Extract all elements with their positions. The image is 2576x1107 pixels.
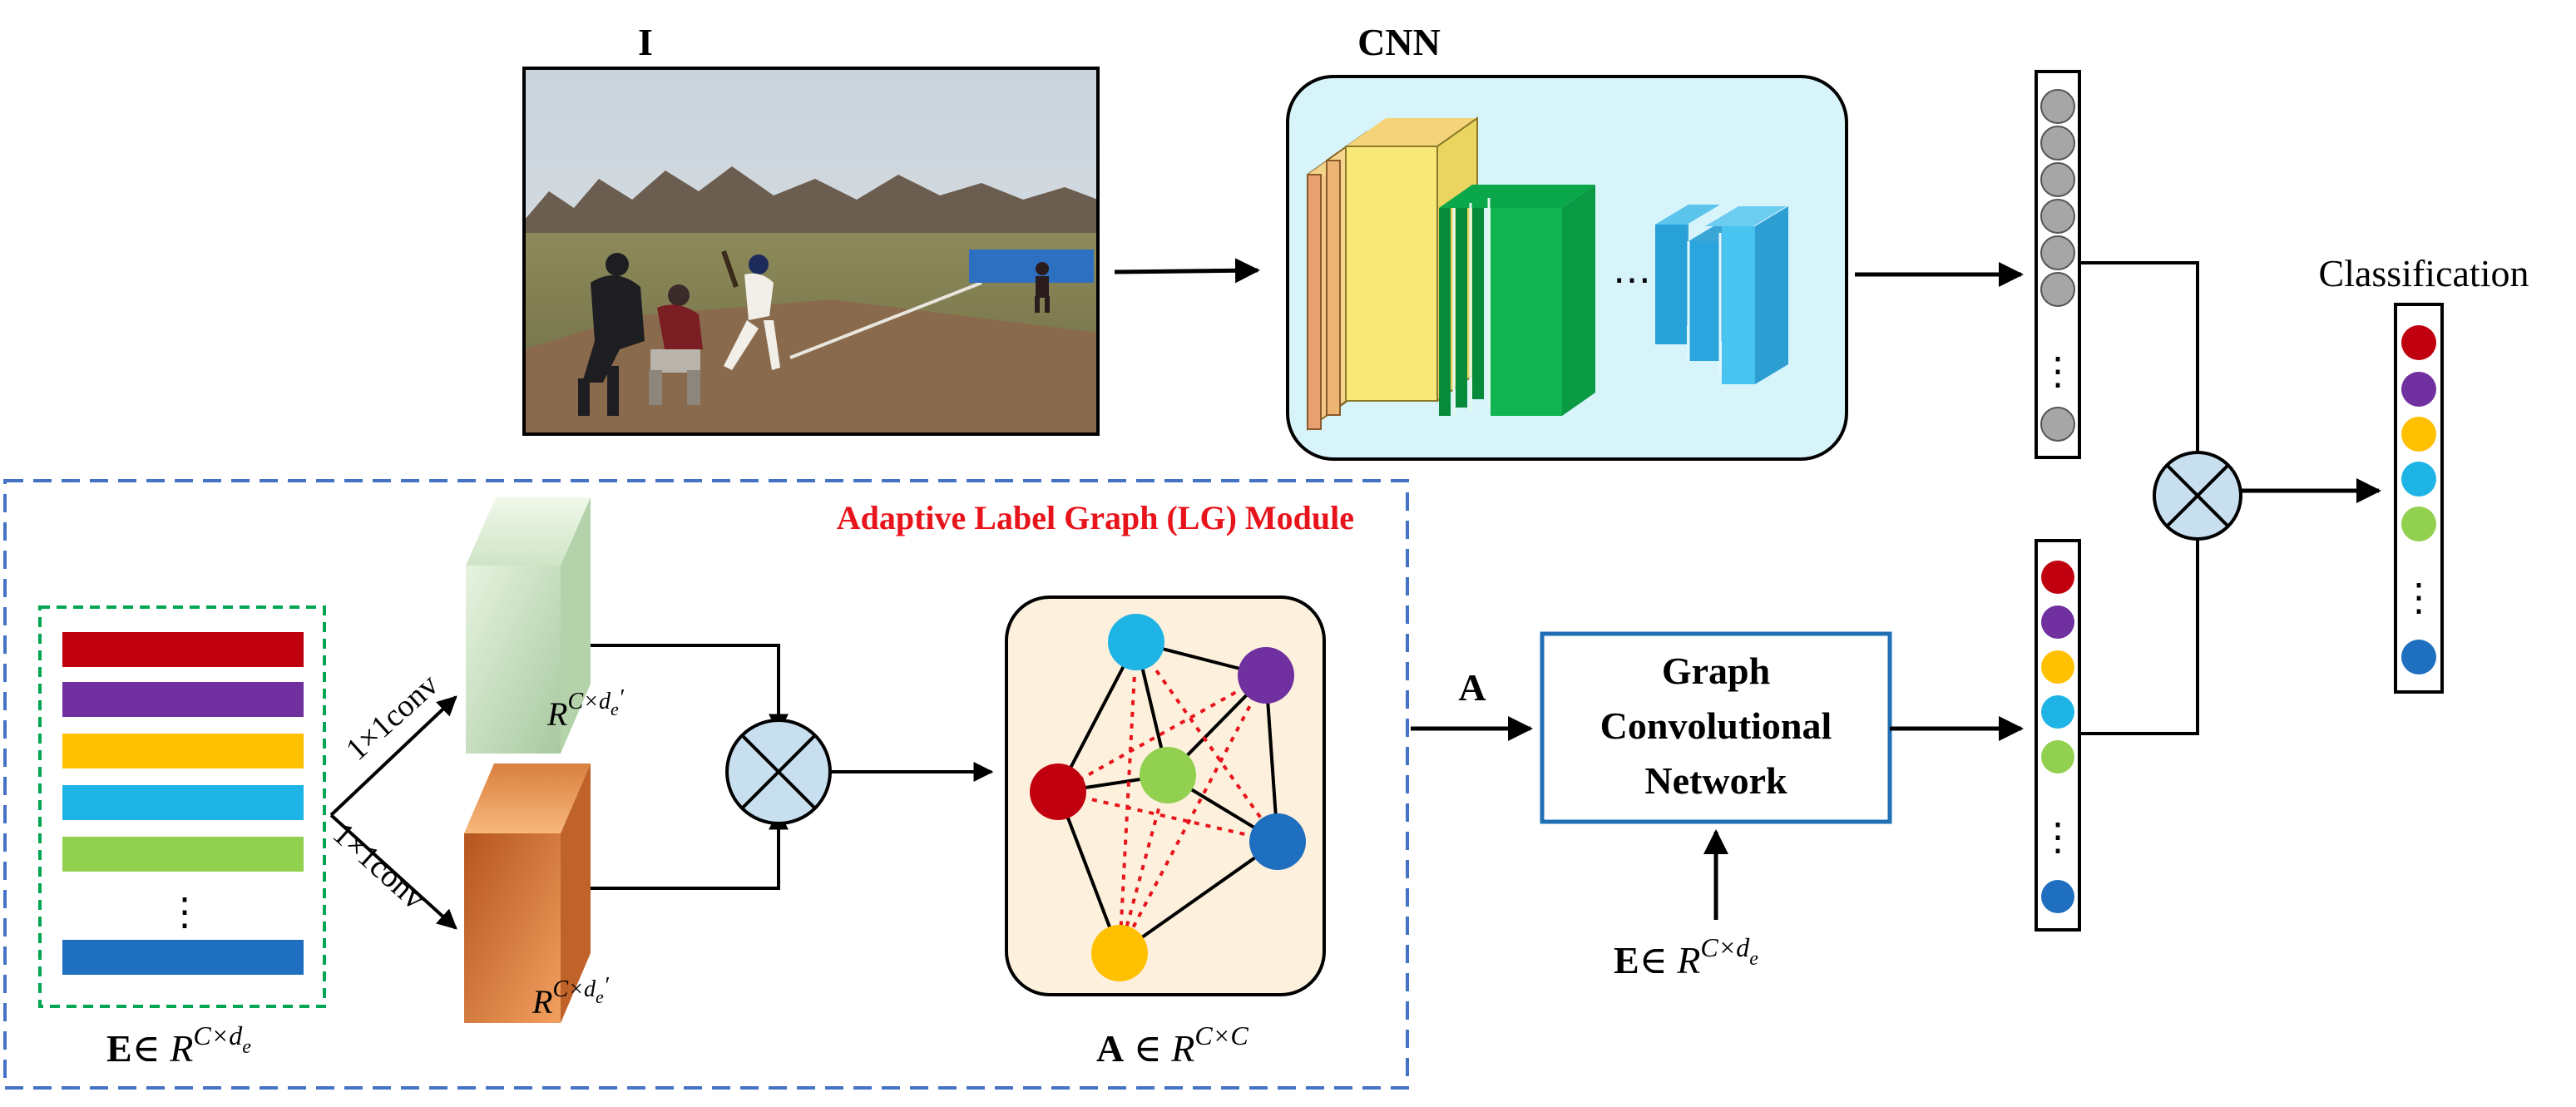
cnn-label: CNN (1357, 21, 1441, 63)
cnn-layers-yellow (1307, 116, 1478, 431)
gcn-label-vector-ellipsis: ⋮ (2039, 816, 2077, 858)
gcn-box (1540, 631, 1892, 824)
cnn-layers-blue (1655, 205, 1788, 384)
conv-branch-arrows (329, 695, 457, 930)
gcn-title-line3: Network (1644, 759, 1787, 802)
gcn-input-e-label: E∈ RC×de (1614, 932, 1758, 981)
projection-bottom-block (464, 764, 591, 1023)
projection-top-block (466, 497, 591, 754)
lg-multiply-icon (725, 719, 832, 825)
embedding-frame (38, 605, 326, 1008)
embedding-ellipsis: ⋮ (166, 891, 204, 933)
input-image (522, 67, 1100, 436)
fusion-multiply-icon (2153, 451, 2242, 541)
arrow-image-to-cnn (1114, 258, 1260, 284)
graph-label: A ∈ RC×C (1096, 1021, 1248, 1070)
cnn-feature-ellipsis: ⋮ (2039, 350, 2077, 393)
classification-label: Classification (2319, 252, 2529, 294)
conv-bottom-label: 1×1conv (326, 816, 432, 916)
classification-ellipsis: ⋮ (2400, 576, 2438, 619)
input-label: I (638, 21, 653, 63)
fusion-connectors (2079, 261, 2199, 735)
cnn-feature-vector (2035, 70, 2081, 459)
cnn-layers-green (1439, 185, 1595, 416)
gcn-title-line1: Graph (1662, 650, 1770, 692)
projection-to-multiply-arrows (591, 644, 789, 890)
lg-module-frame (3, 479, 1409, 1090)
gcn-title-line2: Convolutional (1600, 704, 1832, 747)
cnn-ellipsis: ⋯ (1613, 259, 1651, 301)
projection-top-label: RC×de′ (546, 685, 625, 733)
embedding-rows (62, 632, 304, 975)
lg-module-title: Adaptive Label Graph (LG) Module (837, 499, 1354, 536)
gcn-input-a-label: A (1458, 666, 1486, 709)
label-graph-dotted-edges (1057, 640, 1279, 954)
classification-vector (2394, 303, 2444, 694)
gcn-label-vector (2035, 539, 2081, 932)
projection-bottom-label: RC×de′ (532, 973, 610, 1021)
label-graph-nodes (1030, 614, 1306, 981)
embedding-label: E∈ RC×de (106, 1021, 251, 1070)
conv-top-label: 1×1conv (339, 667, 445, 767)
